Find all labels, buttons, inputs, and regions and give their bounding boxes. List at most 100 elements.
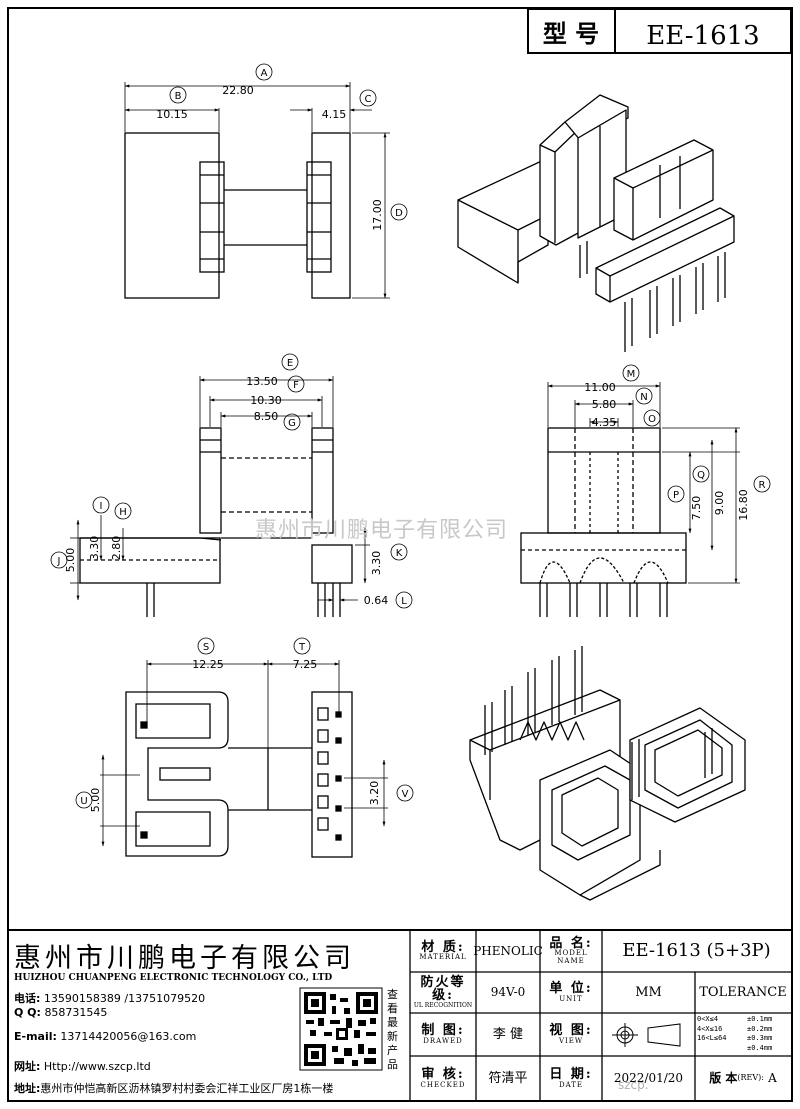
side-view-dimensions: [547, 382, 740, 584]
dim-k-letter: K: [396, 548, 403, 559]
dim-u-value: 5.00: [89, 788, 102, 813]
side-view-labels: 11.00 M 5.80 N 4.35 O 7.50 P 9.00 Q 16.8…: [584, 364, 771, 521]
view-symbol: [612, 1023, 681, 1047]
material-value: PHENOLIC: [473, 943, 543, 958]
dim-n-letter: N: [640, 392, 647, 403]
watermark: 惠州市川鹏电子有限公司: [255, 518, 509, 543]
unit-label-cn: 单 位:: [549, 981, 593, 996]
dim-j-letter: J: [57, 556, 61, 567]
phone-label: 电话:: [14, 992, 41, 1005]
revision-label-en: (REV):: [737, 1073, 764, 1083]
tolerance-range: 4<X≤16: [697, 1024, 723, 1033]
bottom-view-dimensions: [100, 660, 388, 847]
model-label: 型 号: [543, 19, 599, 48]
drawn-label-cn: 制 图:: [421, 1023, 465, 1038]
dim-b-letter: B: [175, 91, 182, 102]
dim-q-value: 9.00: [713, 491, 726, 516]
watermark-url: szcp.: [618, 1078, 649, 1092]
dim-t-value: 7.25: [293, 658, 318, 671]
date-label-cn: 日 期:: [549, 1067, 593, 1082]
checked-label-cn: 审 核:: [421, 1067, 465, 1082]
top-view-dimensions: [124, 82, 390, 299]
date-label-en: DATE: [558, 1080, 584, 1089]
dim-d-letter: D: [395, 208, 403, 219]
company-name-en: HUIZHOU CHUANPENG ELECTRONIC TECHNOLOGY …: [14, 973, 333, 983]
part-label-cn: 品 名:: [549, 935, 593, 951]
qq-row: Q Q: 858731545: [14, 1006, 107, 1019]
dim-m-letter: M: [627, 369, 636, 380]
tolerance-value: ±0.2mm: [747, 1024, 773, 1033]
sheet-border: [7, 7, 793, 1102]
tolerance-label: TOLERANCE: [699, 984, 787, 1000]
flame-value: 94V-0: [490, 985, 526, 1000]
tolerance-row: 4<X≤16 ±0.2mm: [697, 1025, 789, 1035]
tolerance-range: 0<X≤4: [697, 1015, 719, 1023]
tolerance-value: ±0.3mm: [747, 1034, 773, 1043]
dim-q-letter: Q: [697, 470, 705, 481]
drawn-label: 制 图: DRAWED: [410, 1013, 476, 1056]
qr-caption: 查 看 最 新 产 品: [387, 988, 401, 1072]
address-text: 惠州市仲恺高新区沥林镇罗村村委会汇祥工业区厂房1栋一楼: [40, 1082, 334, 1095]
dim-r-letter: R: [759, 480, 766, 491]
bottom-view: [125, 691, 353, 858]
dim-i-letter: I: [100, 501, 103, 512]
side-view: [520, 427, 687, 617]
dim-r-value: 16.80: [737, 489, 750, 521]
tolerance-range: 16<L≤64: [697, 1034, 727, 1043]
dim-h-letter: H: [119, 507, 127, 518]
tolerance-row: 16<L≤64 ±0.3mm: [697, 1034, 789, 1044]
dim-g-value: 8.50: [254, 410, 279, 423]
date-value: 2022/01/20: [613, 1071, 684, 1086]
email-row: E-mail: 13714420056@163.com: [14, 1030, 196, 1043]
qr-caption-char: 查: [387, 988, 398, 1001]
flame-label-cn: 防火等级:: [420, 974, 466, 1004]
dim-g-letter: G: [288, 418, 296, 429]
dim-c-letter: C: [365, 94, 372, 105]
web-label: 网址:: [14, 1060, 41, 1073]
dim-v-value: 3.20: [368, 781, 381, 806]
dim-i-value: 3.30: [88, 536, 101, 561]
dim-l-value: 0.64: [364, 594, 389, 607]
part-label: 品 名: MODEL NAME: [540, 930, 602, 972]
checked-label: 审 核: CHECKED: [410, 1056, 476, 1101]
revision: 版 本(REV): A: [695, 1056, 791, 1101]
part-value: EE-1613 (5+3P): [622, 939, 771, 961]
dim-n-value: 5.80: [592, 398, 617, 411]
dim-f-letter: F: [293, 380, 299, 391]
dim-o-value: 4.35: [592, 416, 617, 429]
dim-m-value: 11.00: [584, 381, 616, 394]
part-label-en: MODEL NAME: [554, 949, 588, 965]
dim-d-value: 17.00: [371, 199, 384, 231]
flame-label: 防火等级: UL RECOGNITION: [410, 972, 476, 1013]
dim-h-value: 2.80: [110, 536, 123, 561]
website-link[interactable]: Http://www.szcp.ltd: [43, 1060, 151, 1073]
revision-label: 版 本: [709, 1071, 738, 1086]
tolerance-value: ±0.1mm: [747, 1015, 773, 1023]
tolerance-row: 0<X≤4 ±0.1mm: [697, 1015, 789, 1025]
view-label: 视 图: VIEW: [540, 1013, 602, 1056]
unit-value: MM: [635, 984, 662, 1000]
tolerance-table: 0<X≤4 ±0.1mm 4<X≤16 ±0.2mm 16<L≤64 ±0.3m…: [697, 1015, 789, 1055]
checked-value: 符清平: [488, 1070, 528, 1086]
qr-caption-char: 新: [387, 1030, 398, 1043]
unit-label: 单 位: UNIT: [540, 972, 602, 1013]
dim-e-value: 13.50: [246, 375, 278, 388]
view-label-cn: 视 图:: [549, 1023, 593, 1038]
qr-caption-char: 最: [387, 1016, 398, 1029]
top-view-labels: 22.80 A 10.15 B 4.15 C 17.00 D: [156, 63, 408, 231]
address-row: 地址:惠州市仲恺高新区沥林镇罗村村委会汇祥工业区厂房1栋一楼: [14, 1080, 333, 1096]
isometric-view-top: [457, 94, 735, 352]
dim-c-value: 4.15: [322, 108, 347, 121]
dim-e-letter: E: [287, 358, 293, 369]
email-address[interactable]: 13714420056@163.com: [60, 1030, 197, 1043]
checked-label-en: CHECKED: [420, 1080, 466, 1089]
qr-caption-char: 看: [387, 1002, 398, 1015]
dim-l-letter: L: [401, 596, 407, 607]
flame-label-en: UL RECOGNITION: [413, 1001, 473, 1009]
address-label: 地址:: [14, 1082, 41, 1095]
material-label: 材 质: MATERIAL: [410, 930, 476, 972]
top-view: [124, 132, 351, 299]
title-block-grid: [9, 929, 791, 1101]
qr-caption-char: 品: [387, 1058, 398, 1071]
